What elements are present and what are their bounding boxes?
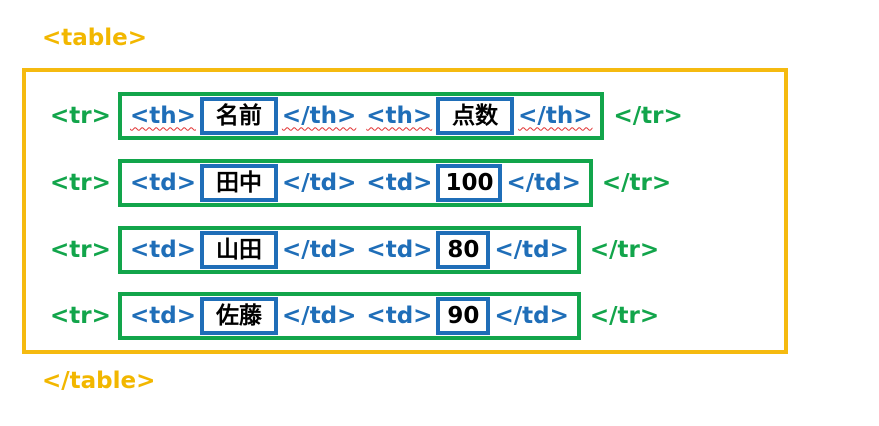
cell-close-tag: </td> [282,169,357,196]
tr-open-tag: <tr> [50,169,111,196]
cell-open-tag: <td> [366,302,433,329]
tr-close-tag: </tr> [589,236,660,263]
cell-close-tag: </td> [494,236,569,263]
tr-close-tag: </tr> [589,302,660,329]
cell-open-tag: <td> [130,236,197,263]
cell-value: 名前 [199,97,278,135]
cell-open-tag: <td> [130,169,197,196]
cell-open-tag: <td> [366,236,433,263]
table-close-tag: </table> [42,368,156,394]
cell-open-tag: <td> [366,169,433,196]
row-box: <th> 名前 </th> <th> 点数 </th> [118,92,605,140]
tr-open-tag: <tr> [50,302,111,329]
cell-value: 佐藤 [200,297,279,335]
cell-close-tag: </th> [281,102,357,129]
row-box: <td> 山田 </td> <td> 80 </td> [118,226,581,274]
cell-value: 点数 [436,97,515,135]
table-row: <tr> <td> 山田 </td> <td> 80 </td> </tr> [50,224,659,276]
cell-value: 山田 [200,231,279,269]
cell-close-tag: </td> [282,236,357,263]
cell-value: 90 [436,297,491,335]
row-box: <td> 田中 </td> <td> 100 </td> [118,159,593,207]
tr-close-tag: </tr> [601,169,672,196]
cell-value: 100 [436,164,503,202]
table-row: <tr> <td> 佐藤 </td> <td> 90 </td> </tr> [50,290,659,342]
cell-close-tag: </td> [506,169,581,196]
cell-open-tag: <td> [130,302,197,329]
table-row: <tr> <td> 田中 </td> <td> 100 </td> </tr> [50,157,671,209]
cell-open-tag: <th> [366,102,433,129]
tr-open-tag: <tr> [50,236,111,263]
tr-open-tag: <tr> [50,102,111,129]
cell-close-tag: </th> [518,102,593,129]
cell-value: 80 [436,231,491,269]
table-open-tag: <table> [42,25,148,51]
cell-close-tag: </td> [494,302,569,329]
table-frame [22,68,788,354]
cell-close-tag: </td> [282,302,357,329]
table-row: <tr> <th> 名前 </th> <th> 点数 </th> </tr> [50,90,683,142]
row-box: <td> 佐藤 </td> <td> 90 </td> [118,292,581,340]
cell-open-tag: <th> [130,102,196,129]
cell-value: 田中 [200,164,279,202]
tr-close-tag: </tr> [613,102,683,129]
